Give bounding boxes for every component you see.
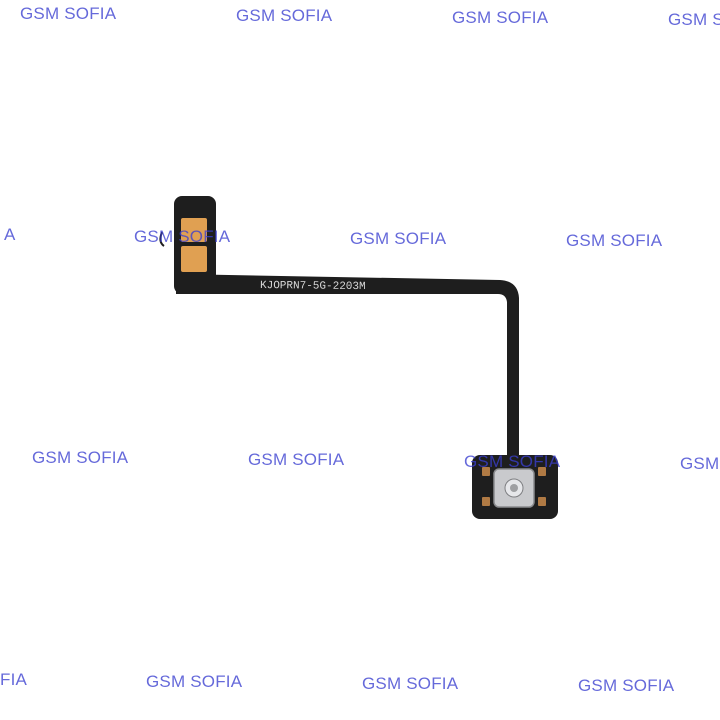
contact-pad-lower xyxy=(181,246,207,272)
flex-pin xyxy=(159,231,165,247)
switch-actuator-center xyxy=(510,484,518,492)
solder-pad xyxy=(538,467,546,476)
contact-pad-upper xyxy=(181,218,207,242)
solder-pad xyxy=(482,497,490,506)
flex-ribbon xyxy=(176,274,519,470)
solder-pad xyxy=(538,497,546,506)
solder-pad xyxy=(482,467,490,476)
flex-cable-label: KJOPRN7-5G-2203M xyxy=(260,280,366,293)
